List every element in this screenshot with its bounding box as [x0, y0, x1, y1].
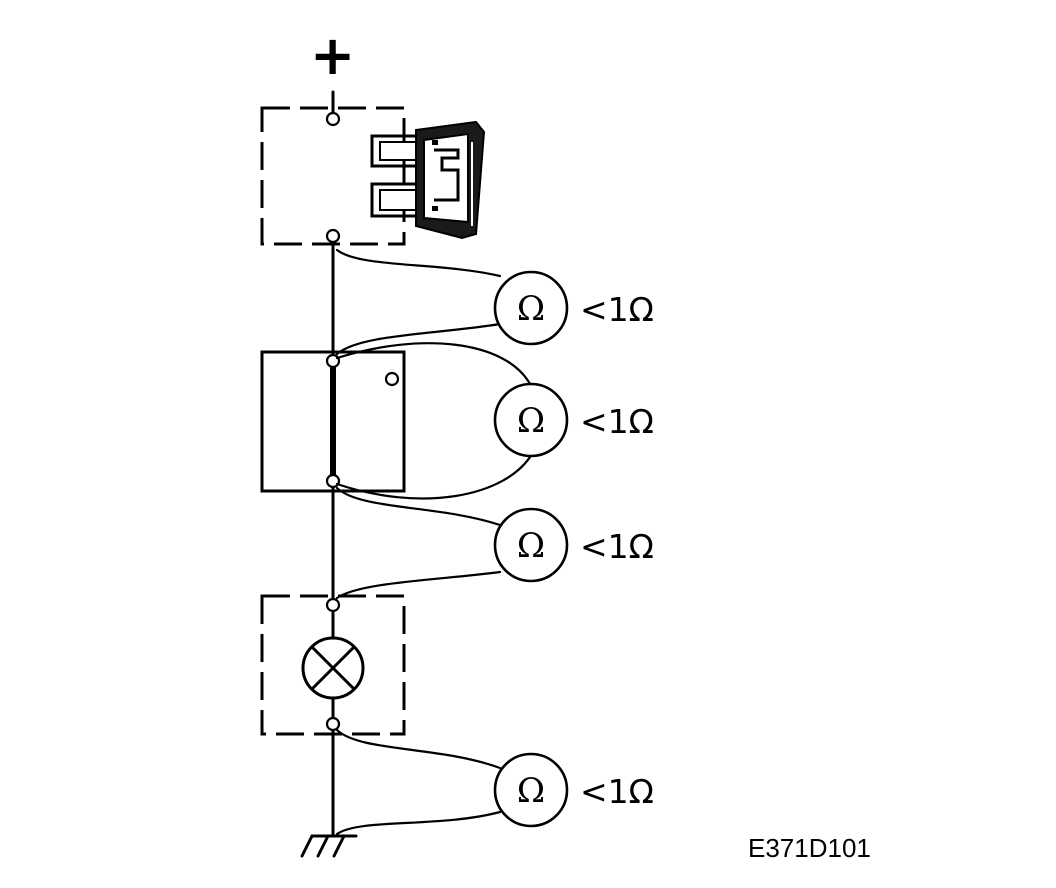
fuse-box	[260, 106, 406, 246]
ohmmeter-4: Ω <1Ω	[493, 752, 654, 828]
fuse-terminal-bottom	[325, 228, 341, 244]
lamp-terminal-bottom	[325, 716, 341, 732]
ohmmeter-1: Ω <1Ω	[493, 270, 654, 346]
ohm-symbol-2: Ω	[517, 401, 545, 441]
ohmmeter-2: Ω <1Ω	[493, 382, 654, 458]
ohm-symbol-1: Ω	[517, 289, 545, 329]
ohm-symbol-3: Ω	[517, 526, 545, 566]
switch-terminal-unused	[384, 371, 400, 387]
blade-fuse-icon	[370, 120, 486, 240]
meter-reading-3: <1Ω	[580, 527, 654, 566]
lamp-icon	[301, 636, 365, 700]
ohmmeter-3: Ω <1Ω	[493, 507, 654, 583]
ohm-symbol-4: Ω	[517, 771, 545, 811]
meter-reading-1: <1Ω	[580, 290, 654, 329]
supply-plus-label: +	[310, 24, 355, 87]
meter-reading-2: <1Ω	[580, 402, 654, 441]
ground-icon	[300, 834, 358, 858]
meter-reading-4: <1Ω	[580, 772, 654, 811]
meter-leads	[335, 248, 534, 836]
switch-box	[260, 350, 406, 493]
figure-code: E371D101	[748, 833, 871, 863]
lamp-box	[260, 594, 406, 736]
fuse-terminal-top	[325, 111, 341, 127]
lamp-terminal-top	[325, 597, 341, 613]
